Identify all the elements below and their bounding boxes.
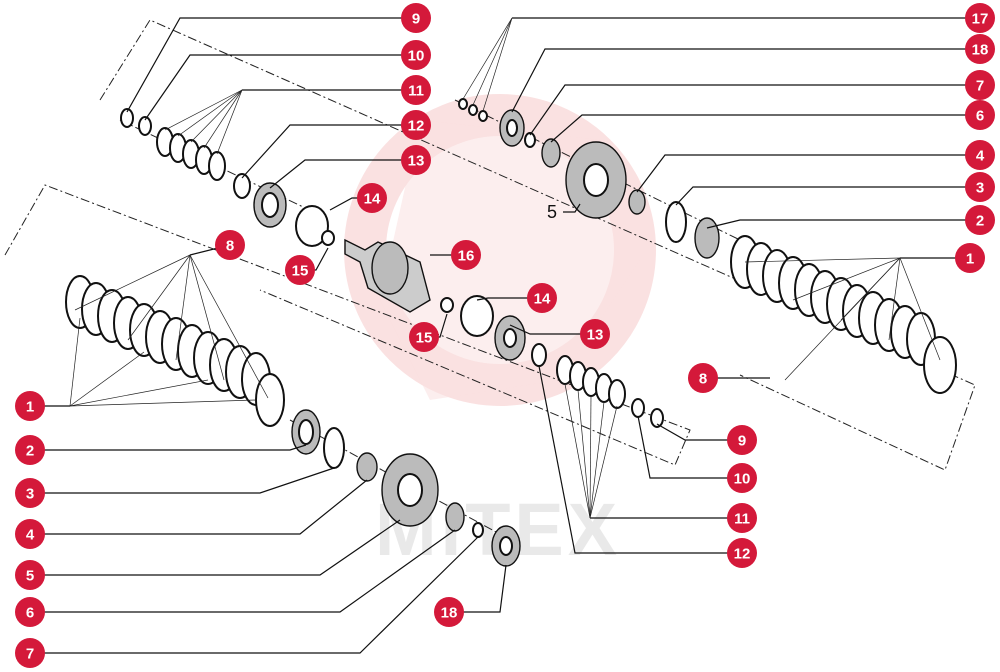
svg-text:10: 10 xyxy=(408,48,425,65)
svg-text:12: 12 xyxy=(408,118,425,135)
callout-1-top: 1 xyxy=(955,243,985,273)
svg-text:9: 9 xyxy=(412,11,420,28)
callout-6-top: 6 xyxy=(965,100,995,130)
svg-text:13: 13 xyxy=(587,327,604,344)
svg-text:11: 11 xyxy=(408,83,424,100)
callout-2-top: 2 xyxy=(965,205,995,235)
svg-text:2: 2 xyxy=(26,443,34,460)
callout-13-top: 13 xyxy=(401,145,431,175)
svg-text:15: 15 xyxy=(416,330,433,347)
callout-12-top: 12 xyxy=(401,110,431,140)
svg-text:11: 11 xyxy=(734,511,750,528)
svg-text:3: 3 xyxy=(26,486,34,503)
svg-text:9: 9 xyxy=(738,433,746,450)
callout-9-bottom: 9 xyxy=(727,425,757,455)
left-spring-stack xyxy=(65,275,285,427)
callout-18-top: 18 xyxy=(965,34,995,64)
right-spring-stack xyxy=(730,235,957,394)
callout-10-top: 10 xyxy=(401,40,431,70)
callout-11-bottom: 11 xyxy=(727,503,757,533)
callout-3-top: 3 xyxy=(965,172,995,202)
svg-text:12: 12 xyxy=(734,546,751,563)
svg-text:13: 13 xyxy=(408,153,425,170)
bottom-left-components xyxy=(291,409,521,567)
callout-3-left: 3 xyxy=(15,478,45,508)
callout-13-mid: 13 xyxy=(580,319,610,349)
svg-text:3: 3 xyxy=(976,180,984,197)
callout-8-right: 8 xyxy=(688,363,718,393)
callout-12-bottom: 12 xyxy=(727,538,757,568)
svg-text:16: 16 xyxy=(458,248,475,265)
svg-text:6: 6 xyxy=(976,108,984,125)
callout-7-left: 7 xyxy=(15,638,45,668)
svg-text:5: 5 xyxy=(26,568,34,585)
svg-text:7: 7 xyxy=(26,646,34,663)
svg-text:15: 15 xyxy=(292,263,309,280)
callout-5-left: 5 xyxy=(15,560,45,590)
svg-text:10: 10 xyxy=(734,471,751,488)
callout-1-left: 1 xyxy=(15,391,45,421)
callout-8-left: 8 xyxy=(215,230,245,260)
svg-text:7: 7 xyxy=(976,78,984,95)
svg-text:8: 8 xyxy=(226,238,234,255)
svg-text:6: 6 xyxy=(26,605,34,622)
callout-6-left: 6 xyxy=(15,597,45,627)
svg-text:14: 14 xyxy=(534,291,551,308)
label-5-top: 5 xyxy=(547,202,557,222)
callout-7-top: 7 xyxy=(965,70,995,100)
callout-16-mid: 16 xyxy=(451,240,481,270)
callout-10-bottom: 10 xyxy=(727,463,757,493)
callout-2-left: 2 xyxy=(15,435,45,465)
svg-text:4: 4 xyxy=(976,148,985,165)
svg-text:18: 18 xyxy=(972,42,989,59)
callout-14-mid-b: 14 xyxy=(527,283,557,313)
svg-text:8: 8 xyxy=(699,371,707,388)
top-left-rings xyxy=(120,108,287,228)
callout-15-mid-b: 15 xyxy=(409,322,439,352)
svg-text:2: 2 xyxy=(976,213,984,230)
callout-17-top: 17 xyxy=(965,3,995,33)
svg-text:1: 1 xyxy=(26,399,34,416)
svg-text:4: 4 xyxy=(26,527,35,544)
callout-4-top: 4 xyxy=(965,140,995,170)
callout-4-left: 4 xyxy=(15,519,45,549)
callout-15-mid-a: 15 xyxy=(285,255,315,285)
callout-9-top: 9 xyxy=(401,3,431,33)
callout-11-top: 11 xyxy=(401,75,431,105)
svg-text:14: 14 xyxy=(364,191,381,208)
callout-18-bottom: 18 xyxy=(434,597,464,627)
svg-text:18: 18 xyxy=(441,605,458,622)
bottom-middle-rings xyxy=(531,343,664,428)
middle-shaft-assembly xyxy=(295,205,526,361)
svg-text:17: 17 xyxy=(972,11,989,28)
callout-14-mid-a: 14 xyxy=(357,183,387,213)
svg-text:1: 1 xyxy=(966,251,974,268)
